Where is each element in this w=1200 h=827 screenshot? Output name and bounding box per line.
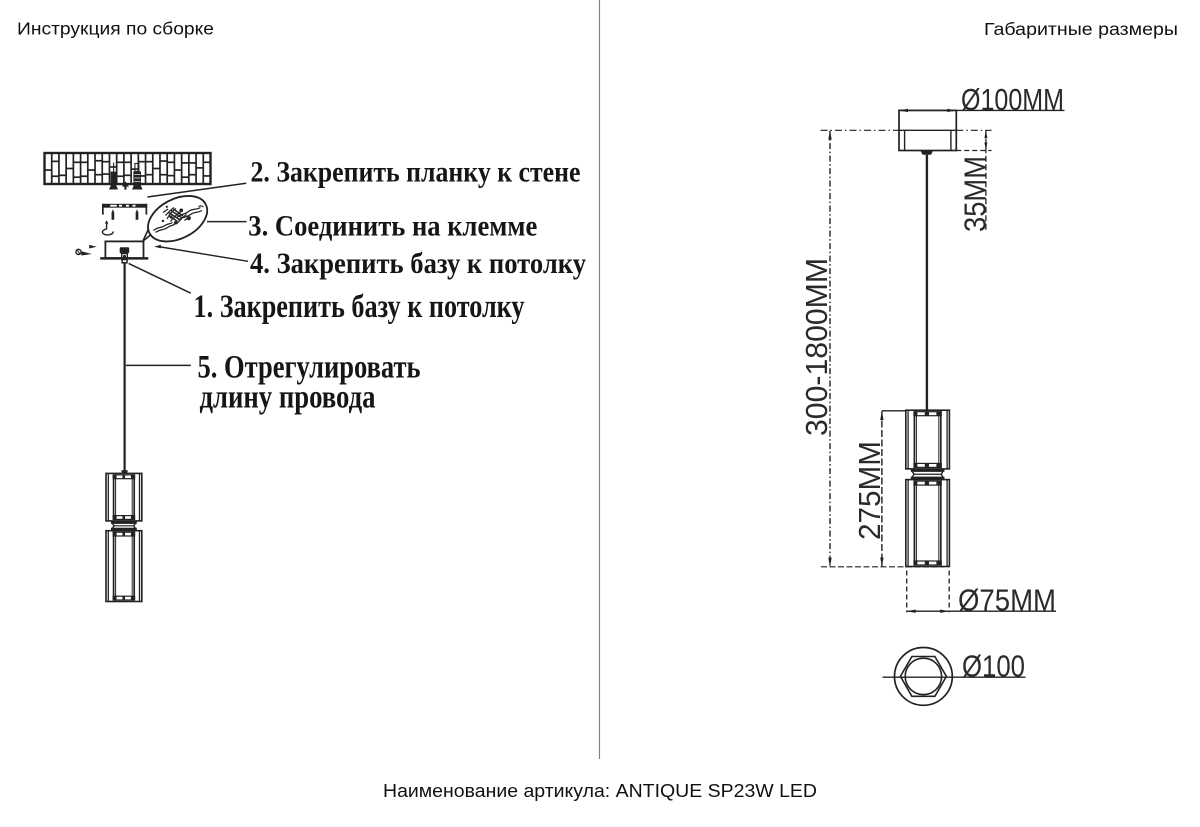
svg-text:длину провода: длину провода [200, 379, 376, 415]
svg-text:Ø100MM: Ø100MM [961, 82, 1064, 117]
svg-text:1. Закрепить базу к потолку: 1. Закрепить базу к потолку [194, 289, 525, 325]
svg-text:3. Соединить на клемме: 3. Соединить на клемме [248, 209, 537, 242]
svg-text:4. Закрепить базу к потолку: 4. Закрепить базу к потолку [250, 247, 586, 280]
svg-text:Наименование артикула: ANTIQUE: Наименование артикула: ANTIQUE SP23W LED [383, 780, 817, 801]
svg-text:Инструкция по сборке: Инструкция по сборке [17, 19, 214, 39]
svg-text:Ø100: Ø100 [962, 649, 1025, 684]
svg-text:2. Закрепить планку к стене: 2. Закрепить планку к стене [251, 156, 581, 189]
svg-text:35MM: 35MM [957, 156, 992, 232]
svg-text:Габаритные размеры: Габаритные размеры [984, 19, 1178, 39]
svg-text:275MM: 275MM [852, 441, 887, 540]
svg-text:300-1800MM: 300-1800MM [799, 258, 834, 436]
svg-text:5. Отрегулировать: 5. Отрегулировать [198, 349, 421, 385]
svg-text:Ø75MM: Ø75MM [958, 583, 1056, 618]
